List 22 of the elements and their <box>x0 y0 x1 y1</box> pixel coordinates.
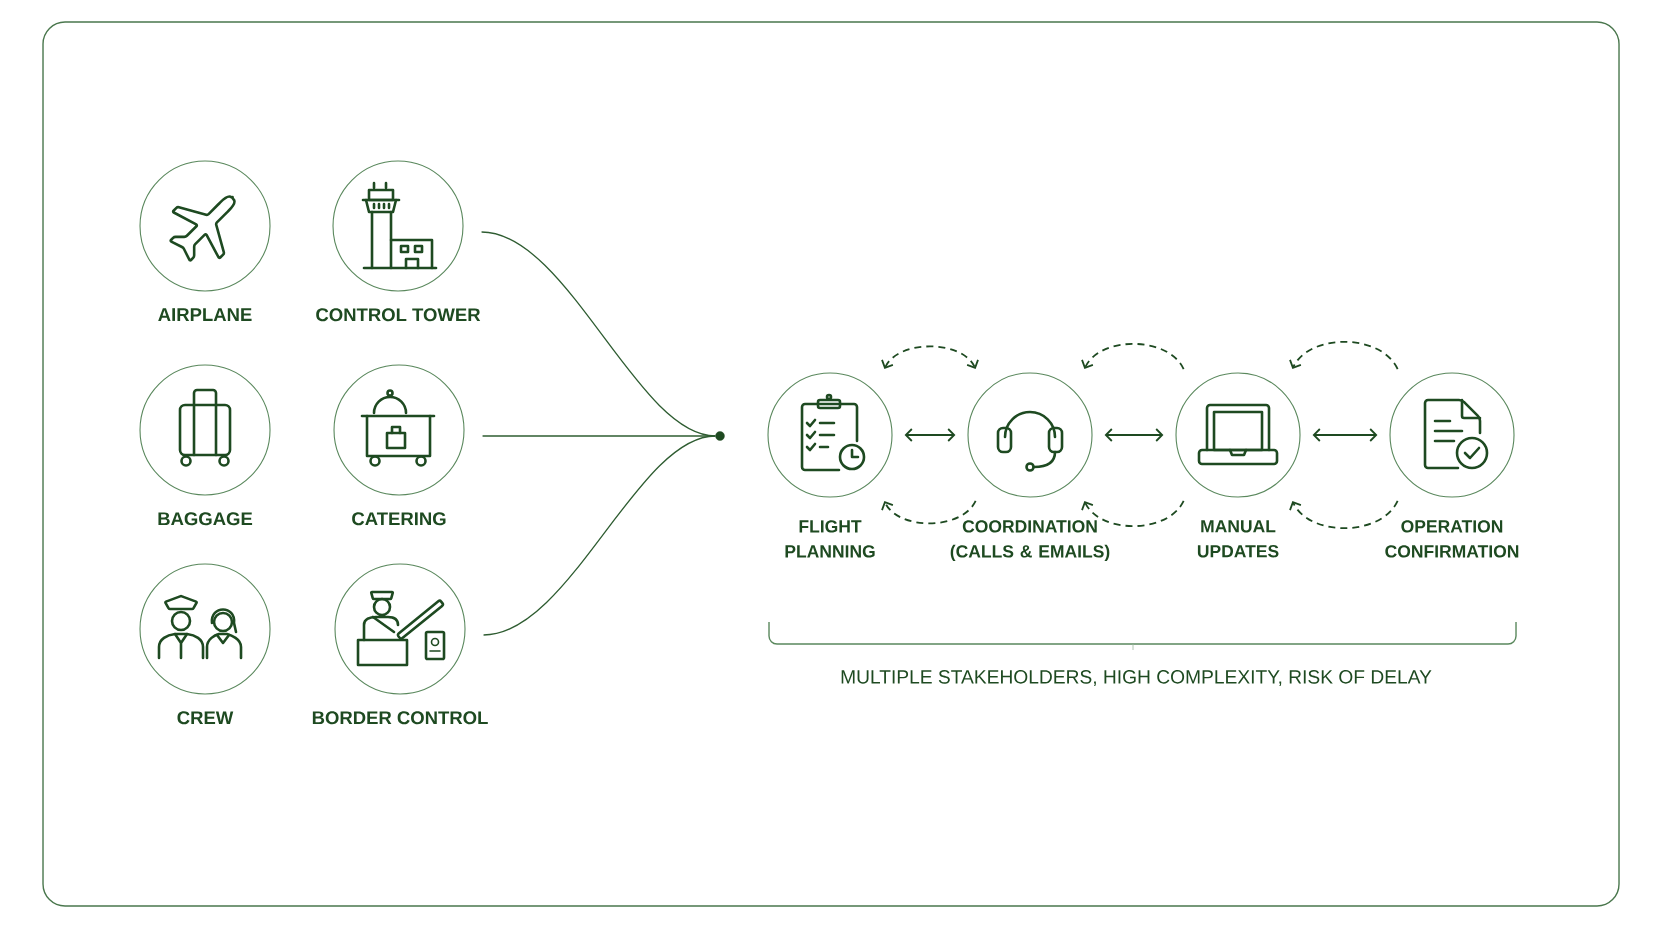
dashed-arrow <box>881 500 977 525</box>
node-label: OPERATION CONFIRMATION <box>1385 520 1519 558</box>
connector-line <box>481 435 716 437</box>
double-arrow <box>1104 428 1164 442</box>
node-label: FLIGHT PLANNING <box>785 520 875 558</box>
dashed-arrow <box>1081 500 1185 527</box>
dashed-arrow <box>881 345 979 369</box>
dashed-arrow <box>1289 340 1399 370</box>
double-arrow <box>1312 428 1378 442</box>
node-label: MANUAL UPDATES <box>1197 520 1279 558</box>
node-label: CONTROL TOWER <box>316 308 481 322</box>
node-label: CATERING <box>352 512 446 526</box>
dashed-arrow <box>1081 343 1185 370</box>
bracket-label: MULTIPLE STAKEHOLDERS, HIGH COMPLEXITY, RISK OF DELAY <box>841 670 1432 686</box>
double-arrow <box>904 428 956 442</box>
node-label: BAGGAGE <box>158 512 253 526</box>
node-label: BORDER CONTROL <box>312 711 488 725</box>
node-label: CREW <box>177 711 234 725</box>
node-label: AIRPLANE <box>158 308 252 321</box>
dashed-arrow <box>1289 500 1399 530</box>
connector-line <box>482 435 716 636</box>
node-label: COORDINATION (CALLS & EMAILS) <box>950 520 1110 562</box>
